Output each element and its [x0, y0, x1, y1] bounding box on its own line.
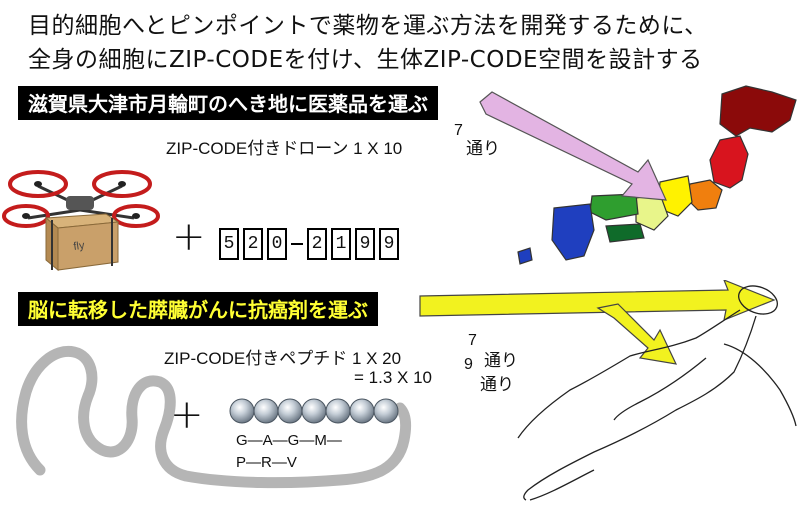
zip-digit: 2 [307, 228, 327, 260]
zip-digit: 1 [331, 228, 351, 260]
drone-illustration: fly [2, 170, 160, 272]
title-line-2: 全身の細胞にZIP-CODEを付け、生体ZIP-CODE空間を設計する [28, 47, 703, 73]
zip-digit: 2 [243, 228, 263, 260]
peptide-sequence-line2: P—R—V [236, 454, 297, 471]
drone-banner: 滋賀県大津市月輪町のへき地に医薬品を運ぶ [18, 86, 438, 120]
peptide-banner: 脳に転移した膵臓がんに抗癌剤を運ぶ [18, 292, 378, 326]
title-line-1: 目的細胞へとピンポイントで薬物を運ぶ方法を開発するために、 [28, 13, 708, 39]
peptide-bead [349, 398, 375, 424]
box-label: fly [73, 239, 86, 252]
peptide-caption-line2-suffix: 通り [480, 375, 514, 394]
peptide-bead [253, 398, 279, 424]
drone-caption: ZIP-CODE付きドローン 1 X 10 [166, 139, 403, 158]
zip-code-boxes: 5 2 0 2 1 9 9 [219, 226, 403, 262]
peptide-caption-line1: ZIP-CODE付きペプチド 1 X 20 [164, 349, 402, 368]
peptide-bead [325, 398, 351, 424]
drone-caption-exponent: 7 [454, 122, 463, 139]
zip-digit: 5 [219, 228, 239, 260]
peptide-caption-line1-suffix: 通り [484, 351, 518, 370]
japan-map [517, 85, 797, 265]
peptide-caption-line1-exponent: 7 [468, 332, 477, 349]
zip-dash [291, 243, 303, 245]
zip-digit: 0 [267, 228, 287, 260]
peptide-bead-chain [229, 398, 399, 424]
peptide-caption-line2: = 1.3 X 10 [354, 368, 432, 387]
plus-sign-peptide: + [170, 392, 204, 438]
human-body-outline [517, 285, 797, 501]
peptide-caption-line2-exponent: 9 [464, 356, 473, 373]
zip-digit: 9 [355, 228, 375, 260]
peptide-bead [373, 398, 399, 424]
peptide-bead [277, 398, 303, 424]
plus-sign-drone: + [172, 214, 206, 260]
peptide-strand [16, 345, 412, 489]
peptide-sequence-line1: G—A—G—M— [236, 432, 342, 449]
peptide-bead [301, 398, 327, 424]
zip-digit: 9 [379, 228, 399, 260]
pink-arrow [479, 91, 667, 201]
peptide-bead [229, 398, 255, 424]
drone-caption-suffix: 通り [466, 139, 500, 158]
